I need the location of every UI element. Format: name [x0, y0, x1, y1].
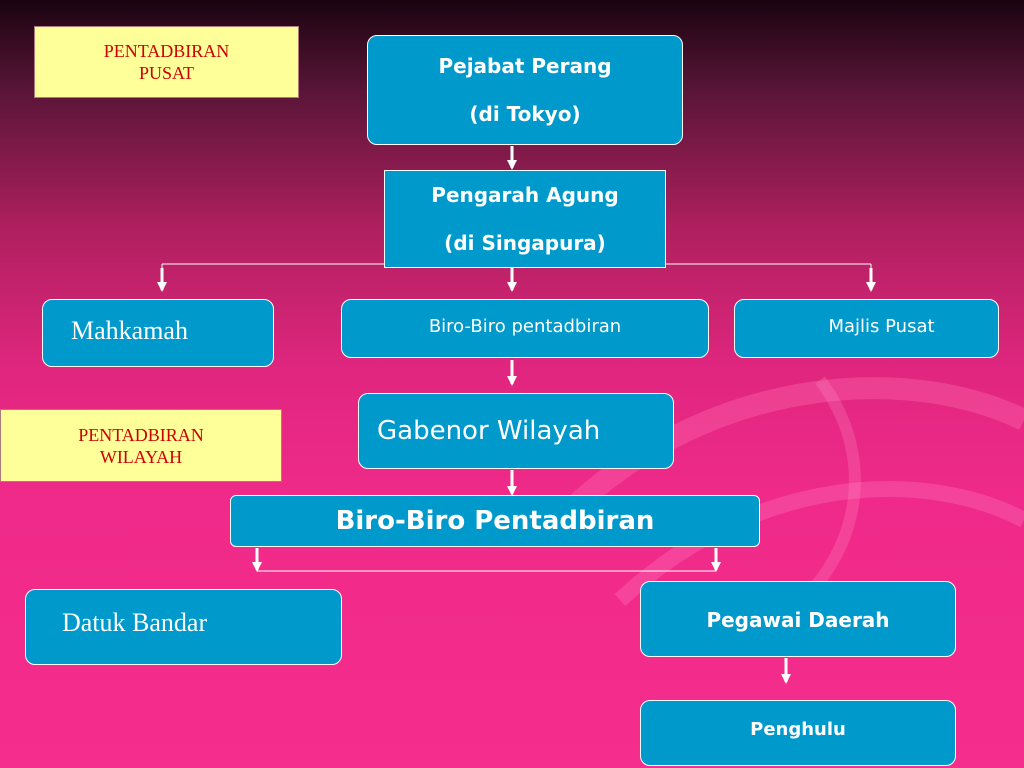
gabenor-wilayah-text: Gabenor Wilayah — [377, 416, 601, 446]
penghulu-text: Penghulu — [750, 719, 846, 740]
penghulu-node: Penghulu — [640, 700, 956, 766]
datuk-bandar-text: Datuk Bandar — [62, 608, 208, 637]
biro-pentadbiran-pusat-node: Biro-Biro pentadbiran — [341, 299, 709, 358]
gabenor-wilayah-node: Gabenor Wilayah — [358, 393, 674, 469]
mahkamah-text: Mahkamah — [71, 316, 188, 345]
majlis-pusat-node: Majlis Pusat — [734, 299, 999, 358]
biro-pentadbiran-wilayah-node: Biro-Biro Pentadbiran — [230, 495, 760, 547]
pejabat-perang-title: Pejabat Perang — [438, 54, 612, 78]
pejabat-perang-location: (di Tokyo) — [469, 102, 581, 126]
pengarah-agung-title: Pengarah Agung — [431, 183, 619, 207]
pengarah-agung-node: Pengarah Agung (di Singapura) — [384, 170, 666, 268]
majlis-pusat-text: Majlis Pusat — [828, 316, 935, 337]
pegawai-daerah-node: Pegawai Daerah — [640, 581, 956, 657]
mahkamah-node: Mahkamah — [42, 299, 274, 367]
pengarah-agung-location: (di Singapura) — [444, 231, 606, 255]
biro-pentadbiran-pusat-text: Biro-Biro pentadbiran — [428, 316, 622, 337]
biro-pentadbiran-wilayah-text: Biro-Biro Pentadbiran — [335, 506, 655, 536]
pejabat-perang-node: Pejabat Perang (di Tokyo) — [367, 35, 683, 145]
pentadbiran-wilayah-label: PENTADBIRAN WILAYAH — [0, 409, 282, 482]
pegawai-daerah-text: Pegawai Daerah — [706, 608, 890, 632]
pentadbiran-pusat-label: PENTADBIRAN PUSAT — [34, 26, 299, 98]
datuk-bandar-node: Datuk Bandar — [25, 589, 342, 665]
